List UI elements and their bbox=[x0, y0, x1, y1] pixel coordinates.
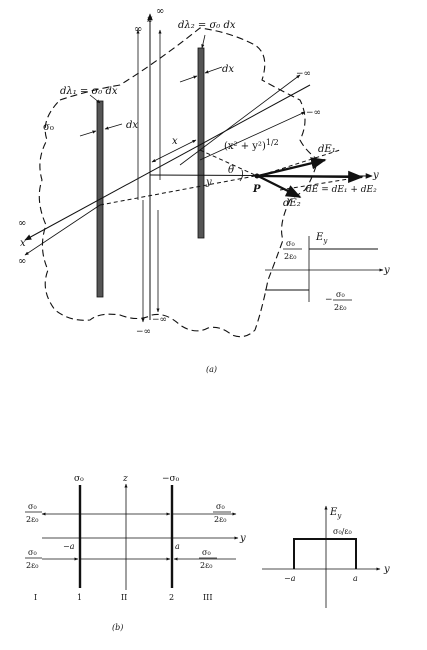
diagram-b: σ₀ z −σ₀ y −a a σ₀ 2ε₀ σ₀ 2ε₀ σ₀ 2ε₀ σ₀ … bbox=[25, 474, 390, 632]
vector-de1 bbox=[257, 157, 327, 178]
b-neg-a-label: −a bbox=[63, 542, 75, 551]
region-label-3: II bbox=[121, 593, 127, 602]
caption-b: (b) bbox=[112, 623, 123, 632]
frac-lr-den: 2ε₀ bbox=[200, 561, 212, 570]
inset-axis-e: E bbox=[315, 232, 324, 243]
inf-left-2: ∞ bbox=[18, 256, 26, 267]
x-axis-label: x bbox=[20, 238, 26, 249]
inset-neg-minus: − bbox=[325, 295, 333, 305]
sigma-label: σ₀ bbox=[43, 122, 54, 133]
frac-lr-num: σ₀ bbox=[202, 548, 211, 557]
region-label-5: III bbox=[203, 593, 212, 602]
x-distance-arrow bbox=[151, 139, 197, 163]
y-axis-label: y bbox=[372, 170, 379, 181]
theta-arc bbox=[239, 169, 244, 182]
b-graph-neg-a: −a bbox=[284, 574, 296, 583]
dx-arrow-1-right bbox=[104, 123, 123, 130]
dx-arrow-2-left bbox=[179, 75, 198, 83]
distance-label: (x² + y²)1/2 bbox=[224, 138, 279, 152]
x-distance-label: x bbox=[172, 136, 178, 147]
neg-inf-bottom-1: −∞ bbox=[136, 327, 151, 337]
b-graph-y-label: y bbox=[383, 564, 390, 575]
inset-field-graph: Ey y σ₀ 2ε₀ − σ₀ 2ε₀ bbox=[265, 232, 390, 312]
inf-top-2: ∞ bbox=[156, 6, 164, 17]
plate2-charge-label: −σ₀ bbox=[162, 474, 180, 484]
strip2-leader bbox=[201, 34, 206, 49]
plate1-charge-label: σ₀ bbox=[74, 474, 84, 484]
b-graph-axis-e: E bbox=[329, 507, 338, 518]
point-p-label: P bbox=[252, 184, 261, 195]
inset-neg-num: σ₀ bbox=[336, 290, 345, 299]
b-graph-axis-label: Ey bbox=[329, 507, 342, 520]
de1-label: dE₁ bbox=[318, 144, 336, 155]
frac-ll-num: σ₀ bbox=[28, 548, 37, 557]
vector-de-sum bbox=[257, 170, 364, 184]
inset-pos-den: 2ε₀ bbox=[284, 252, 296, 261]
strip1-leader bbox=[89, 94, 101, 104]
b-field-graph: Ey σ₀/ε₀ −a a y bbox=[262, 505, 390, 608]
inset-axis-sub: y bbox=[322, 237, 328, 245]
de-sum-label: dE = dE₁ + dE₂ bbox=[306, 185, 377, 195]
dashed-strip2-to-p bbox=[199, 149, 256, 176]
inf-left-1: ∞ bbox=[18, 218, 26, 229]
b-graph-axis-sub: y bbox=[336, 512, 342, 520]
neg-inf-right-2: −∞ bbox=[306, 108, 321, 118]
b-z-axis-label: z bbox=[122, 474, 128, 484]
z-axis-label: z bbox=[146, 14, 153, 25]
frac-ur-den: 2ε₀ bbox=[214, 515, 226, 524]
strip2-label: dλ₂ = σ₀ dx bbox=[178, 20, 236, 31]
x-axis-line bbox=[24, 84, 311, 241]
region-label-2: 1 bbox=[77, 593, 82, 602]
region-label-1: I bbox=[34, 593, 37, 602]
frac-ul-num: σ₀ bbox=[28, 502, 37, 511]
theta-label: θ bbox=[228, 165, 234, 176]
b-graph-value-label: σ₀/ε₀ bbox=[333, 527, 352, 536]
y-distance-label: y bbox=[205, 177, 212, 188]
inf-top-1: ∞ bbox=[134, 24, 142, 35]
dashed-strip1-to-p bbox=[99, 175, 256, 206]
de2-label: dE₂ bbox=[283, 198, 301, 209]
neg-inf-bottom-2: −∞ bbox=[152, 315, 167, 325]
sheet-boundary bbox=[38, 27, 319, 338]
distance-exponent: 1/2 bbox=[266, 138, 279, 147]
inset-pos-num: σ₀ bbox=[286, 239, 295, 248]
dx-label-2: dx bbox=[222, 64, 234, 75]
inset-y-label: y bbox=[383, 265, 390, 276]
b-graph-pos-a: a bbox=[353, 574, 358, 583]
diagram-a: dλ₁ = σ₀ dx dλ₂ = σ₀ dx σ₀ dx dx z ∞ ∞ −… bbox=[18, 6, 390, 374]
neg-inf-right-1: −∞ bbox=[296, 69, 311, 79]
caption-a: (a) bbox=[206, 365, 217, 374]
inset-neg-den: 2ε₀ bbox=[334, 303, 346, 312]
b-graph-step-profile bbox=[293, 538, 357, 569]
b-pos-a-label: a bbox=[175, 542, 180, 551]
strip1-label: dλ₁ = σ₀ dx bbox=[60, 86, 118, 97]
inset-axis-label: Ey bbox=[315, 232, 328, 245]
region-label-4: 2 bbox=[169, 593, 174, 602]
distance-base: (x² + y²) bbox=[224, 141, 266, 152]
frac-ll-den: 2ε₀ bbox=[26, 561, 38, 570]
parallel-lower bbox=[24, 204, 101, 256]
parallel-mid bbox=[199, 111, 306, 161]
frac-ur-num: σ₀ bbox=[216, 502, 225, 511]
frac-ul-den: 2ε₀ bbox=[26, 515, 38, 524]
dx-label-1: dx bbox=[126, 120, 138, 131]
dashed-bottom-right bbox=[279, 177, 356, 191]
vector-de2 bbox=[257, 175, 302, 198]
dx-arrow-2-right bbox=[204, 66, 223, 74]
b-y-axis-label: y bbox=[239, 533, 246, 544]
dx-arrow-1-left bbox=[79, 130, 97, 137]
